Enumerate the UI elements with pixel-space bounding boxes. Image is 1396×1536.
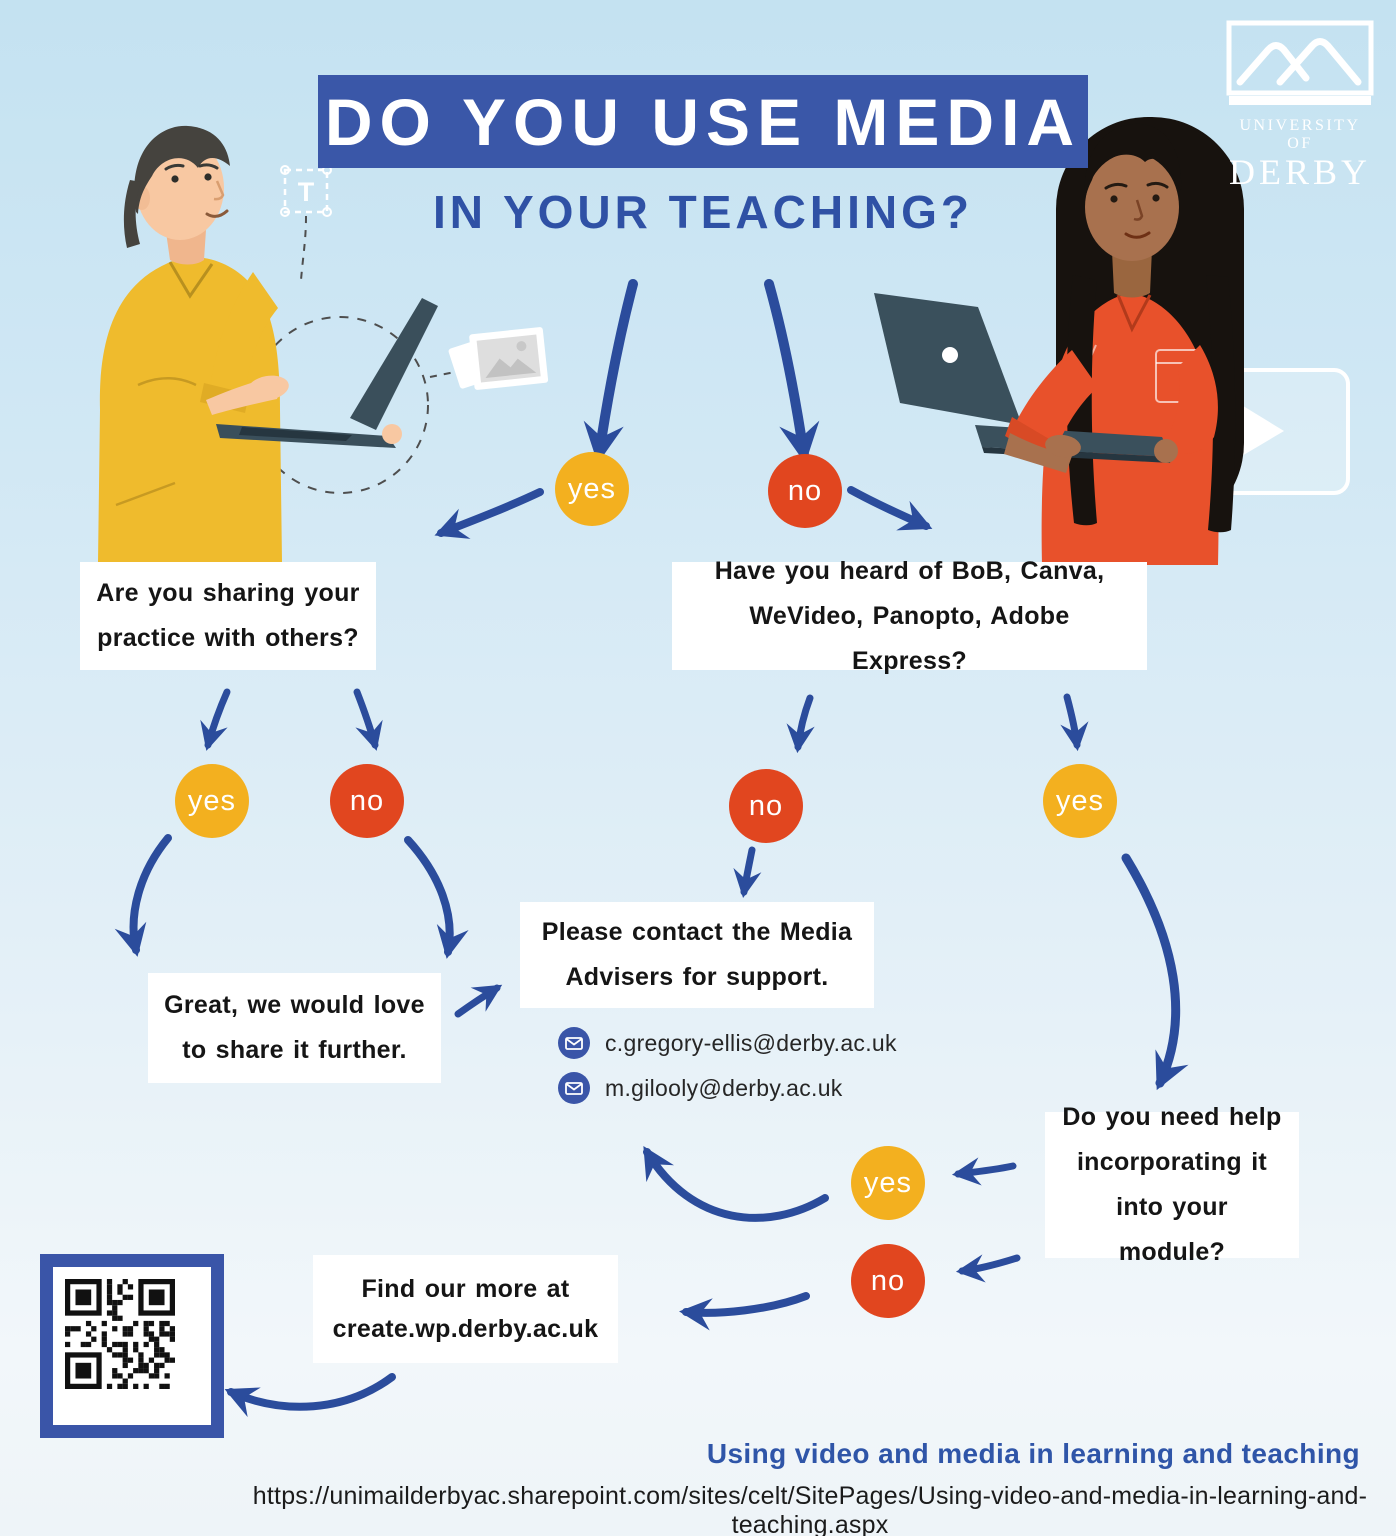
outcome-contact-advisers: Please contact the Media Advisers for su… xyxy=(520,902,874,1008)
outcome-find-out-more: Find our more at create.wp.derby.ac.uk xyxy=(313,1255,618,1363)
woman-with-laptop-illustration xyxy=(874,117,1350,565)
badge-no-level1: no xyxy=(768,454,842,528)
arrow-help-to-yes3 xyxy=(951,1157,1017,1186)
logo-derby: DERBY xyxy=(1228,152,1371,192)
photos-icon xyxy=(448,327,549,390)
arrow-title-to-no xyxy=(764,279,820,464)
qr-pattern xyxy=(65,1279,175,1389)
arrow-help-to-no3 xyxy=(955,1254,1021,1283)
badge-yes-help: yes xyxy=(851,1146,925,1220)
email-address-1[interactable]: c.gregory-ellis@derby.ac.uk xyxy=(605,1029,897,1056)
arrow-yes-to-question-left xyxy=(434,488,544,539)
subtitle-text: IN YOUR TEACHING? xyxy=(433,186,973,238)
arrow-title-to-yes xyxy=(583,279,638,464)
logo-university-of: UNIVERSITY OF xyxy=(1239,117,1361,152)
email-row-1[interactable]: c.gregory-ellis@derby.ac.uk xyxy=(558,1027,897,1059)
arrow-find-to-qr xyxy=(224,1373,396,1418)
find-out-more-line1: Find our more at xyxy=(361,1275,570,1303)
email-row-2[interactable]: m.gilooly@derby.ac.uk xyxy=(558,1072,843,1104)
derby-mountains-icon xyxy=(1226,20,1374,105)
arrow-great-to-contact xyxy=(454,984,503,1018)
man-with-laptop-illustration xyxy=(98,125,438,562)
question-need-help-module: Do you need help incorporating it into y… xyxy=(1045,1103,1299,1266)
arrow-no2-to-great xyxy=(404,836,469,959)
email-address-2[interactable]: m.gilooly@derby.ac.uk xyxy=(605,1074,843,1101)
find-out-more-url: create.wp.derby.ac.uk xyxy=(332,1315,599,1343)
badge-no-heard: no xyxy=(729,769,803,843)
svg-text:T: T xyxy=(298,177,315,207)
footer-caption: Using video and media in learning and te… xyxy=(706,1438,1360,1469)
footer-url[interactable]: https://unimailderbyac.sharepoint.com/si… xyxy=(252,1482,1368,1536)
qr-code[interactable] xyxy=(40,1254,224,1438)
badge-no-sharing: no xyxy=(330,764,404,838)
arrow-no3-to-find xyxy=(679,1292,810,1331)
arrow-qright-to-no2 xyxy=(786,694,815,754)
arrow-qleft-to-no2 xyxy=(353,688,383,751)
text-tool-icon: T xyxy=(280,165,332,217)
university-logo: UNIVERSITY OF DERBY xyxy=(1224,20,1376,193)
badge-yes-level1: yes xyxy=(555,452,629,526)
envelope-icon xyxy=(558,1072,590,1104)
arrow-yes2r-to-help xyxy=(1121,853,1189,1091)
arrow-qright-to-yes2 xyxy=(1060,693,1089,752)
envelope-icon xyxy=(558,1027,590,1059)
question-heard-of-tools: Have you heard of BoB, Canva, WeVideo, P… xyxy=(672,557,1147,675)
badge-yes-heard: yes xyxy=(1043,764,1117,838)
arrow-yes2-to-great xyxy=(114,834,172,957)
title-banner: DO YOU USE MEDIA xyxy=(318,75,1088,168)
title-text: DO YOU USE MEDIA xyxy=(324,84,1082,159)
outcome-share-further: Great, we would love to share it further… xyxy=(148,973,441,1083)
arrow-qleft-to-yes2 xyxy=(200,688,231,751)
badge-yes-sharing: yes xyxy=(175,764,249,838)
arrow-no2r-to-contact xyxy=(733,846,762,899)
arrow-yes3-to-contact xyxy=(643,1146,829,1222)
badge-no-help: no xyxy=(851,1244,925,1318)
arrow-no-to-question-right xyxy=(847,486,933,531)
question-sharing-practice: Are you sharing your practice with other… xyxy=(80,562,376,670)
